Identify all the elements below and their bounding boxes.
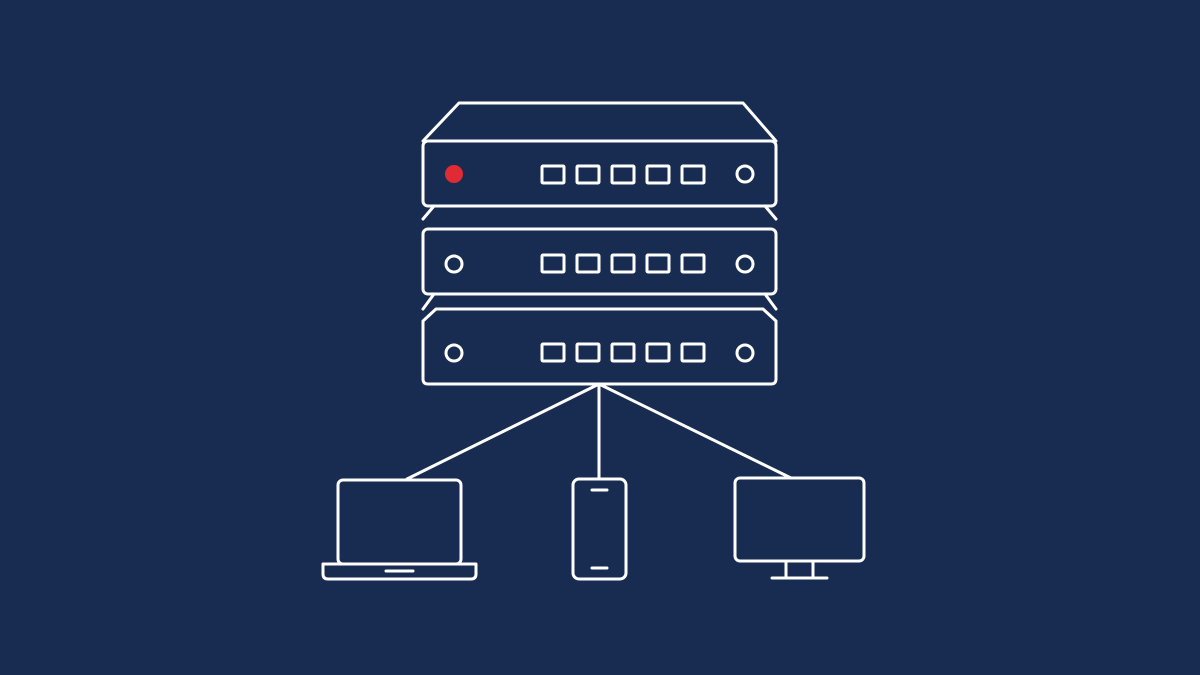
port-icon — [540, 164, 566, 185]
monitor-icon — [733, 476, 866, 580]
power-button-icon — [735, 164, 755, 184]
indicator-button-icon — [444, 254, 464, 274]
server-unit-2 — [421, 227, 778, 296]
port-icon — [540, 253, 566, 274]
port-icon — [575, 164, 601, 185]
port-icon — [610, 253, 636, 274]
server-unit-3 — [421, 307, 778, 386]
port-icon — [680, 253, 706, 274]
port-icon — [680, 342, 706, 363]
server-rack-lid — [421, 101, 778, 143]
connection-monitor — [597, 382, 793, 480]
rack-joint-2 — [421, 292, 778, 311]
port-group-2 — [540, 253, 706, 274]
connections — [405, 382, 793, 481]
port-icon — [645, 342, 671, 363]
server-rack-icon — [421, 101, 778, 386]
laptop-base — [321, 562, 478, 581]
power-button-icon — [735, 343, 755, 363]
port-icon — [575, 342, 601, 363]
smartphone-body — [571, 477, 628, 581]
port-icon — [645, 253, 671, 274]
laptop-screen — [336, 478, 463, 566]
status-led-icon — [445, 165, 463, 183]
connection-laptop — [405, 382, 601, 481]
rack-joint-1 — [421, 204, 778, 221]
indicator-button-icon — [444, 343, 464, 363]
server-unit-1 — [421, 139, 778, 208]
monitor-screen — [733, 476, 866, 563]
port-icon — [575, 253, 601, 274]
smartphone-icon — [571, 477, 628, 581]
port-icon — [645, 164, 671, 185]
monitor-stand — [770, 559, 829, 580]
port-group-1 — [540, 164, 706, 185]
laptop-icon — [321, 478, 478, 581]
port-icon — [680, 164, 706, 185]
port-icon — [540, 342, 566, 363]
port-icon — [610, 164, 636, 185]
port-group-3 — [540, 342, 706, 363]
power-button-icon — [735, 254, 755, 274]
port-icon — [610, 342, 636, 363]
